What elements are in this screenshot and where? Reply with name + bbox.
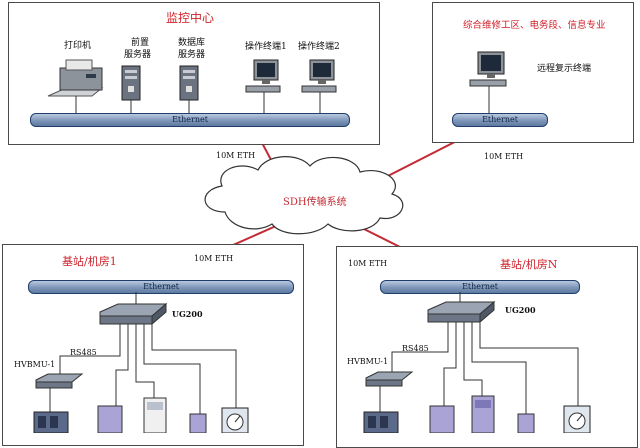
- stationN-hvbmu-icon: [365, 371, 414, 412]
- stationN-hvbmu-label: HVBMU-1: [347, 357, 389, 366]
- remote-center-devices: [469, 51, 507, 113]
- right-eth-label: 10M ETH: [484, 152, 524, 161]
- printer-icon: [47, 59, 104, 97]
- stationN-meter-icon: [563, 405, 591, 433]
- station1-battery-rack-icon: [33, 411, 69, 433]
- remote-terminal-icon: [469, 51, 507, 87]
- station1-rs485-label: RS485: [70, 348, 97, 357]
- stationN-ethernet-label: Ethernet: [462, 282, 498, 291]
- station1-ac-unit-icon: [143, 397, 167, 433]
- stationN-ug200-icon: [427, 300, 496, 324]
- monitor-center-devices: [47, 59, 337, 114]
- stationN-ug200-label: UG200: [505, 305, 536, 315]
- stationN-ac-unit-icon: [471, 395, 495, 433]
- stationN-rs485-label: RS485: [402, 344, 429, 353]
- terminal1-icon: [245, 59, 281, 93]
- terminal1-label: 操作终端1: [245, 42, 287, 52]
- db-server-label-2: 服务器: [178, 50, 206, 60]
- stationN-cabinet-icon: [429, 405, 455, 433]
- front-server-label-2: 服务器: [124, 50, 152, 60]
- stationN-devices: [363, 292, 591, 433]
- station1-hvbmu-icon: [35, 373, 84, 412]
- station1-ug200-icon: [99, 302, 168, 326]
- sdh-cloud-shape: [204, 156, 404, 235]
- monitor-ethernet-bus: Ethernet: [30, 113, 350, 127]
- station1-ug200-label: UG200: [172, 309, 203, 319]
- terminal2-label: 操作终端2: [298, 42, 340, 52]
- terminal2-icon: [301, 59, 337, 93]
- monitor-center-title: 监控中心: [166, 11, 215, 25]
- front-server-label-1: 前置: [131, 38, 150, 48]
- station1-sensor-icon: [189, 413, 207, 433]
- stationN-sensor-icon: [517, 413, 535, 433]
- sdh-cloud-label: SDH传输系统: [283, 197, 347, 208]
- station1-ethernet-label: Ethernet: [143, 282, 179, 291]
- printer-label: 打印机: [64, 41, 92, 51]
- stationN-ethernet-bus: Ethernet: [380, 280, 580, 294]
- station1-ethernet-bus: Ethernet: [28, 280, 294, 294]
- stationN-eth-label: 10M ETH: [348, 259, 388, 268]
- remote-ethernet-label: Ethernet: [482, 115, 518, 124]
- station1-hvbmu-label: HVBMU-1: [14, 360, 56, 369]
- station1-meter-icon: [221, 407, 249, 433]
- remote-ethernet-bus: Ethernet: [452, 113, 548, 127]
- db-server-label-1: 数据库: [178, 38, 206, 48]
- stationN-battery-rack-icon: [363, 411, 399, 433]
- front-server-icon: [121, 65, 141, 101]
- station1-title: 基站/机房1: [62, 255, 117, 268]
- station1-eth-label: 10M ETH: [194, 254, 234, 263]
- left-eth-label: 10M ETH: [216, 151, 256, 160]
- remote-terminal-label: 远程复示终端: [537, 64, 592, 74]
- station1-devices: [33, 292, 249, 433]
- monitor-ethernet-label: Ethernet: [172, 115, 208, 124]
- stationN-title: 基站/机房N: [500, 258, 558, 271]
- station1-cabinet-icon: [97, 405, 123, 433]
- remote-center-title: 综合维修工区、电务段、信息专业: [463, 20, 606, 31]
